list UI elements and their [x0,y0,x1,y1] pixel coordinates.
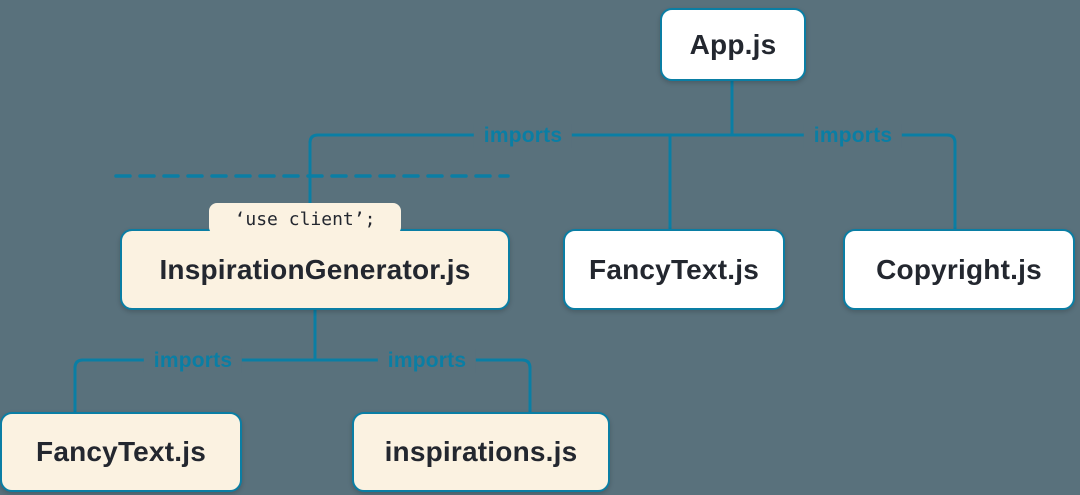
edge-generator-branches [73,358,532,414]
node-fancy-text-js-client: FancyText.js [0,412,242,492]
edge-app-branches [308,133,957,231]
node-label: Copyright.js [876,253,1042,285]
directive-text: ‘use client’; [234,208,376,230]
node-label: InspirationGenerator.js [159,253,471,285]
imports-label: imports [473,124,573,148]
node-inspirations-js: inspirations.js [352,412,610,492]
imports-label: imports [143,349,243,373]
use-client-directive-badge: ‘use client’; [209,203,401,235]
node-label: inspirations.js [384,436,578,467]
node-label: FancyText.js [589,253,759,285]
imports-label: imports [377,349,477,373]
imports-label: imports [803,124,903,148]
node-fancy-text-js-server: FancyText.js [563,229,785,310]
node-label: FancyText.js [36,436,206,467]
node-copyright-js: Copyright.js [843,229,1075,310]
node-inspiration-generator-js: InspirationGenerator.js [120,229,510,310]
node-app-js: App.js [660,8,806,81]
node-label: App.js [689,28,777,60]
